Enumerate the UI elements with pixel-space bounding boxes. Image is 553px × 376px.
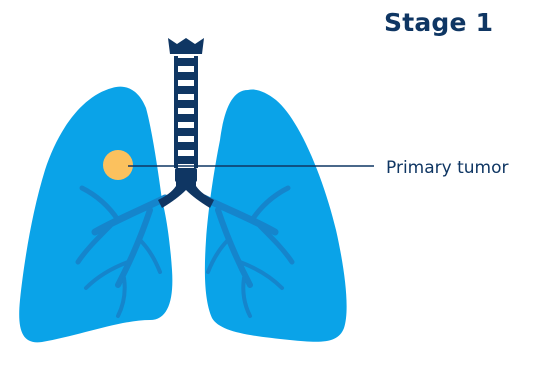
main-bronchi xyxy=(158,178,214,208)
stage-title: Stage 1 xyxy=(384,8,493,37)
tumor-marker xyxy=(103,150,133,180)
trachea xyxy=(168,38,204,182)
right-lung xyxy=(205,89,347,341)
primary-tumor-label: Primary tumor xyxy=(386,158,509,178)
